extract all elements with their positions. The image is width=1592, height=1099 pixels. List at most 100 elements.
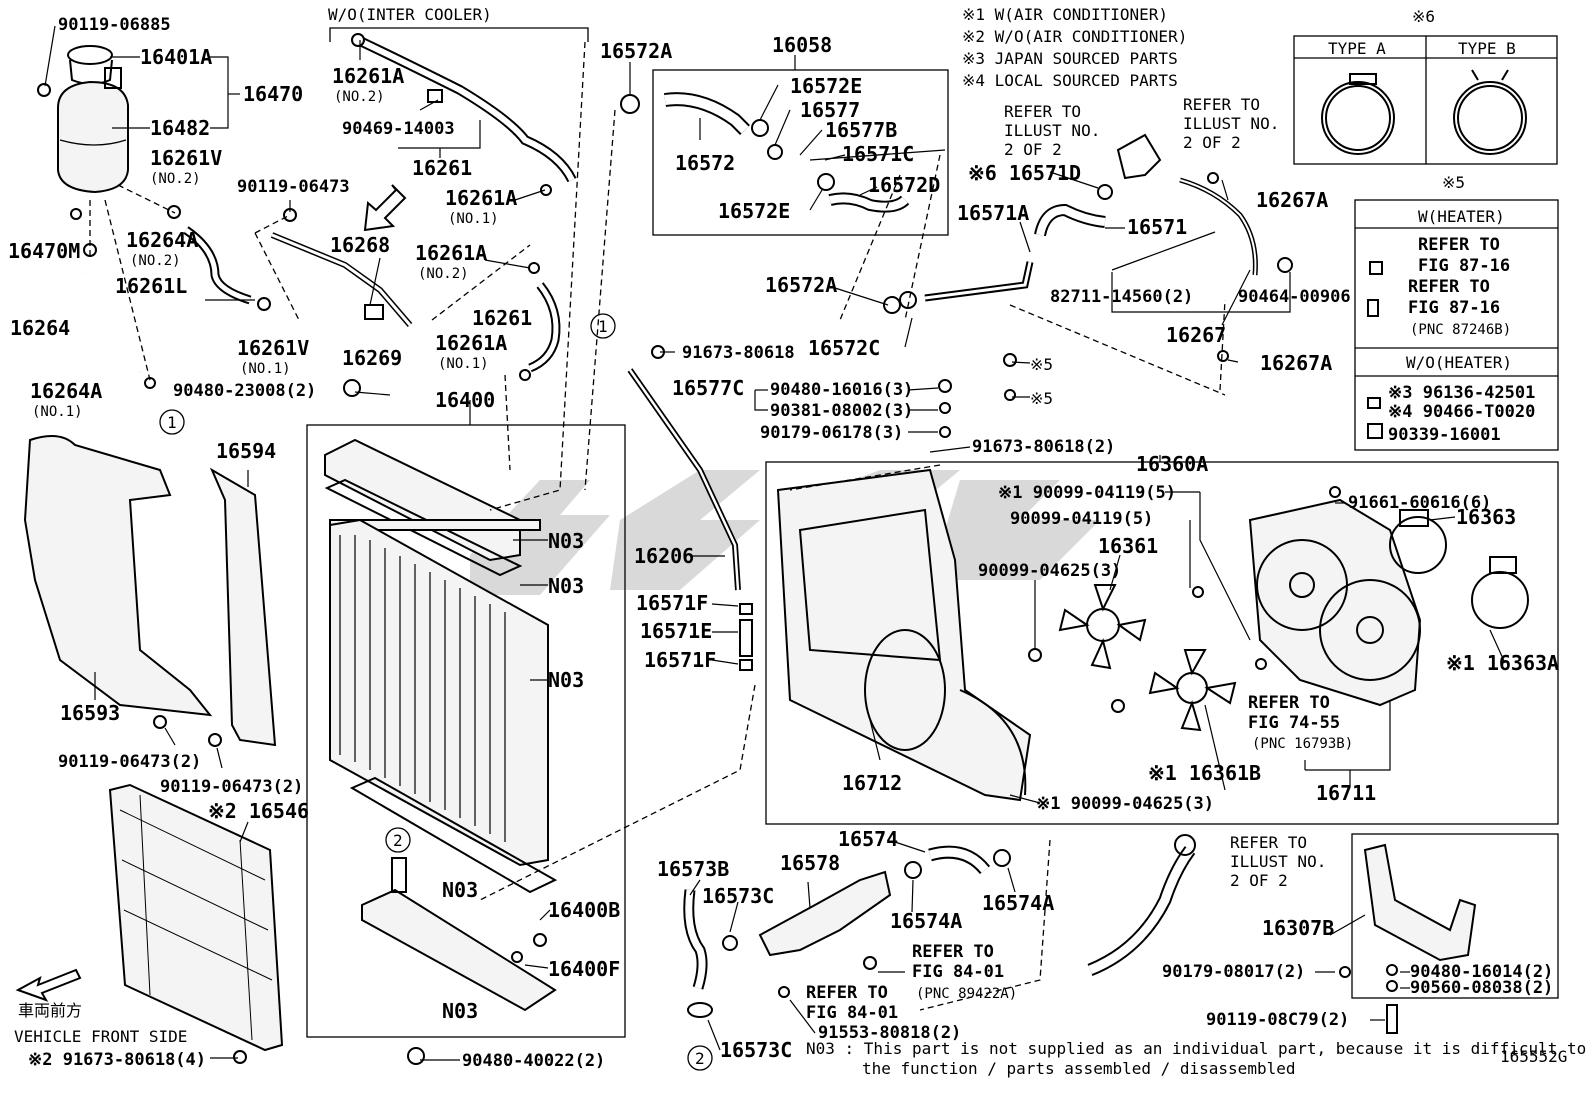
label-16363: 16363 bbox=[1456, 505, 1516, 529]
heater-refer1: REFER TO bbox=[1418, 235, 1500, 255]
label-16206: 16206 bbox=[634, 544, 694, 568]
left-hoses bbox=[70, 205, 271, 389]
radiator-assembly bbox=[324, 379, 558, 1065]
fan-shroud-box bbox=[765, 461, 1559, 825]
fan-shroud-16711 bbox=[1028, 486, 1529, 713]
refer-fig8401b-line1: REFER TO bbox=[806, 983, 888, 1003]
label-16363A: ※1 16363A bbox=[1446, 651, 1559, 675]
label-16267: 16267 bbox=[1166, 323, 1226, 347]
label-90119-06473-2a: 90119-06473(2) bbox=[58, 752, 201, 772]
label-16267A-top: 16267A bbox=[1256, 188, 1328, 212]
heater-refer2: REFER TO bbox=[1408, 277, 1490, 297]
label-91673-80618-4: ※2 91673-80618(4) bbox=[28, 1050, 206, 1070]
label-82711: 82711-14560(2) bbox=[1050, 287, 1193, 307]
heater-mark: ※5 bbox=[1442, 173, 1465, 192]
label-16712: 16712 bbox=[842, 771, 902, 795]
label-16572E-b: 16572E bbox=[718, 199, 790, 223]
label-90099-04625-a: 90099-04625(3) bbox=[978, 561, 1121, 581]
label-16711: 16711 bbox=[1316, 781, 1376, 805]
label-16261L: 16261L bbox=[115, 274, 187, 298]
label-16264A-a-sub: (NO.2) bbox=[130, 253, 181, 269]
label-90099-04119-a: ※1 90099-04119(5) bbox=[998, 483, 1176, 503]
label-16400B: 16400B bbox=[548, 898, 620, 922]
refer-fig8401a-line3: (PNC 89422A) bbox=[916, 986, 1017, 1002]
label-16574A-b: 16574A bbox=[982, 891, 1054, 915]
intercooler-bracket bbox=[329, 27, 589, 42]
label-90469: 90469-14003 bbox=[342, 119, 455, 139]
refer-fig8401b-line2: FIG 84-01 bbox=[806, 1003, 898, 1023]
bracket-16307B bbox=[1339, 843, 1477, 1034]
label-16261A-1: 16261A bbox=[332, 64, 404, 88]
refer-illust3-line2: ILLUST NO. bbox=[1230, 852, 1326, 871]
circle-1b-label: 1 bbox=[598, 317, 608, 336]
refer-illust2-line2: ILLUST NO. bbox=[1183, 114, 1279, 133]
label-16572A-top: 16572A bbox=[600, 39, 672, 63]
label-16264: 16264 bbox=[10, 316, 70, 340]
label-90480-40022: 90480-40022(2) bbox=[462, 1051, 605, 1071]
legend-note-4: ※4 LOCAL SOURCED PARTS bbox=[962, 71, 1178, 90]
label-90480-16016: 90480-16016(3) bbox=[770, 380, 913, 400]
label-16571: 16571 bbox=[1127, 215, 1187, 239]
label-16577C: 16577C bbox=[672, 376, 744, 400]
label-16573C-a: 16573C bbox=[702, 884, 774, 908]
part-labels: 90119-06885 16401A 16470 16482 16261V (N… bbox=[8, 5, 1592, 1078]
label-16571C: 16571C bbox=[842, 142, 914, 166]
refer-illust3-line1: REFER TO bbox=[1230, 833, 1307, 852]
label-16401A: 16401A bbox=[140, 45, 212, 69]
label-91553: 91553-80818(2) bbox=[818, 1023, 961, 1043]
label-16307B: 16307B bbox=[1262, 916, 1334, 940]
label-16264A-b-sub: (NO.1) bbox=[32, 404, 83, 420]
label-91673-80618-2: 91673-80618(2) bbox=[972, 437, 1115, 457]
label-16572D: 16572D bbox=[868, 173, 940, 197]
label-vehicle-front-jp: 車両前方 bbox=[18, 1001, 82, 1020]
circle-1a-label: 1 bbox=[167, 413, 177, 432]
label-mark5b: ※5 bbox=[1030, 389, 1053, 408]
label-16572: 16572 bbox=[675, 151, 735, 175]
label-90381-08002: 90381-08002(3) bbox=[770, 401, 913, 421]
label-16361: 16361 bbox=[1098, 534, 1158, 558]
label-16594: 16594 bbox=[216, 439, 276, 463]
label-16573C-b: 16573C bbox=[720, 1038, 792, 1062]
label-16577B: 16577B bbox=[825, 118, 897, 142]
leader-lines bbox=[44, 25, 1506, 1061]
refer-illust3-line3: 2 OF 2 bbox=[1230, 871, 1288, 890]
label-16269: 16269 bbox=[342, 346, 402, 370]
refer-fig8401a-line2: FIG 84-01 bbox=[912, 962, 1004, 982]
label-n03-3: N03 bbox=[548, 668, 584, 692]
label-16400F: 16400F bbox=[548, 957, 620, 981]
pipe-16206 bbox=[627, 345, 753, 671]
label-90119-08C79: 90119-08C79(2) bbox=[1206, 1010, 1349, 1030]
label-16267A-bot: 16267A bbox=[1260, 351, 1332, 375]
label-90119-06473-2b: 90119-06473(2) bbox=[160, 777, 303, 797]
label-wo-intercooler: W/O(INTER COOLER) bbox=[328, 5, 492, 24]
label-16261A-1-sub: (NO.2) bbox=[334, 89, 385, 105]
refer-fig7455-line3: (PNC 16793B) bbox=[1252, 736, 1353, 752]
lower-hoses bbox=[683, 834, 1196, 1018]
label-16571D: ※6 16571D bbox=[968, 161, 1081, 185]
label-n03-5: N03 bbox=[442, 999, 478, 1023]
ref-circles: 1 1 2 2 bbox=[159, 313, 713, 1071]
label-16572A-mid: 16572A bbox=[765, 273, 837, 297]
footnote-line1: N03 : This part is not supplied as an in… bbox=[806, 1039, 1592, 1058]
radiator-shields bbox=[23, 435, 284, 1064]
label-16571E: 16571E bbox=[640, 619, 712, 643]
fan-shroud-16712 bbox=[776, 468, 1032, 802]
label-n03-2: N03 bbox=[548, 574, 584, 598]
label-16572E-a: 16572E bbox=[790, 74, 862, 98]
heater-refer1-fig: FIG 87-16 bbox=[1418, 256, 1510, 276]
label-16261A-4-sub: (NO.1) bbox=[438, 356, 489, 372]
vehicle-front-arrow bbox=[15, 968, 82, 1002]
label-90480-23008: 90480-23008(2) bbox=[173, 381, 316, 401]
label-16261V-b-sub: (NO.1) bbox=[240, 361, 291, 377]
bracket-16307B-box bbox=[1351, 833, 1559, 999]
label-16470M: 16470M bbox=[8, 239, 80, 263]
refer-illust1-line1: REFER TO bbox=[1004, 102, 1081, 121]
heater-wo-heater: W/O(HEATER) bbox=[1406, 353, 1512, 372]
label-16264A-b: 16264A bbox=[30, 379, 102, 403]
label-16261A-2: 16261A bbox=[445, 186, 517, 210]
label-16573B: 16573B bbox=[657, 857, 729, 881]
heater-box-icons bbox=[1367, 261, 1383, 439]
heater-common-part: 90339-16001 bbox=[1388, 425, 1501, 445]
label-16261A-2-sub: (NO.1) bbox=[448, 211, 499, 227]
